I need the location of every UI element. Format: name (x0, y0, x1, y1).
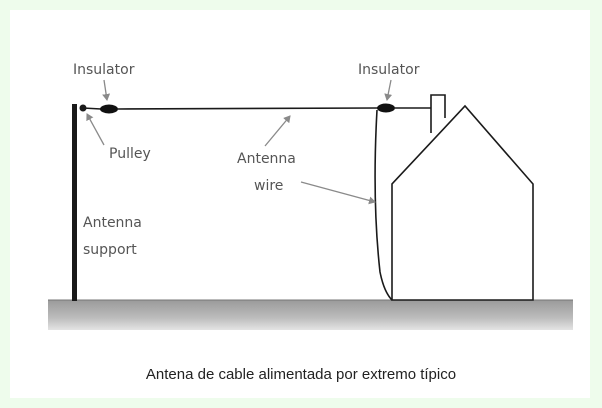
ground (48, 300, 573, 330)
label-pulley: Pulley (109, 146, 151, 162)
pulley-rope (82, 107, 102, 110)
antenna-wire (117, 107, 379, 110)
arrow-pulley (86, 113, 105, 146)
arrow-insulator-right (384, 79, 393, 101)
label-antenna-wire-2: wire (254, 178, 283, 194)
chimney (430, 94, 446, 133)
insulator-left (100, 104, 118, 114)
arrow-antenna-wire-feed (300, 181, 376, 205)
diagram-caption: Antena de cable alimentada por extremo t… (145, 366, 457, 383)
label-antenna-support-1: Antenna (83, 215, 142, 231)
insulator-right (377, 103, 395, 113)
antenna-support-pole (72, 104, 77, 301)
label-antenna-support-2: support (83, 242, 137, 258)
label-insulator-left: Insulator (73, 62, 135, 78)
label-antenna-wire-1: Antenna (237, 151, 296, 167)
feed-line (374, 109, 393, 301)
house (391, 104, 534, 301)
arrow-insulator-left (102, 79, 111, 101)
label-insulator-right: Insulator (358, 62, 420, 78)
arrow-antenna-wire-top (264, 115, 291, 147)
